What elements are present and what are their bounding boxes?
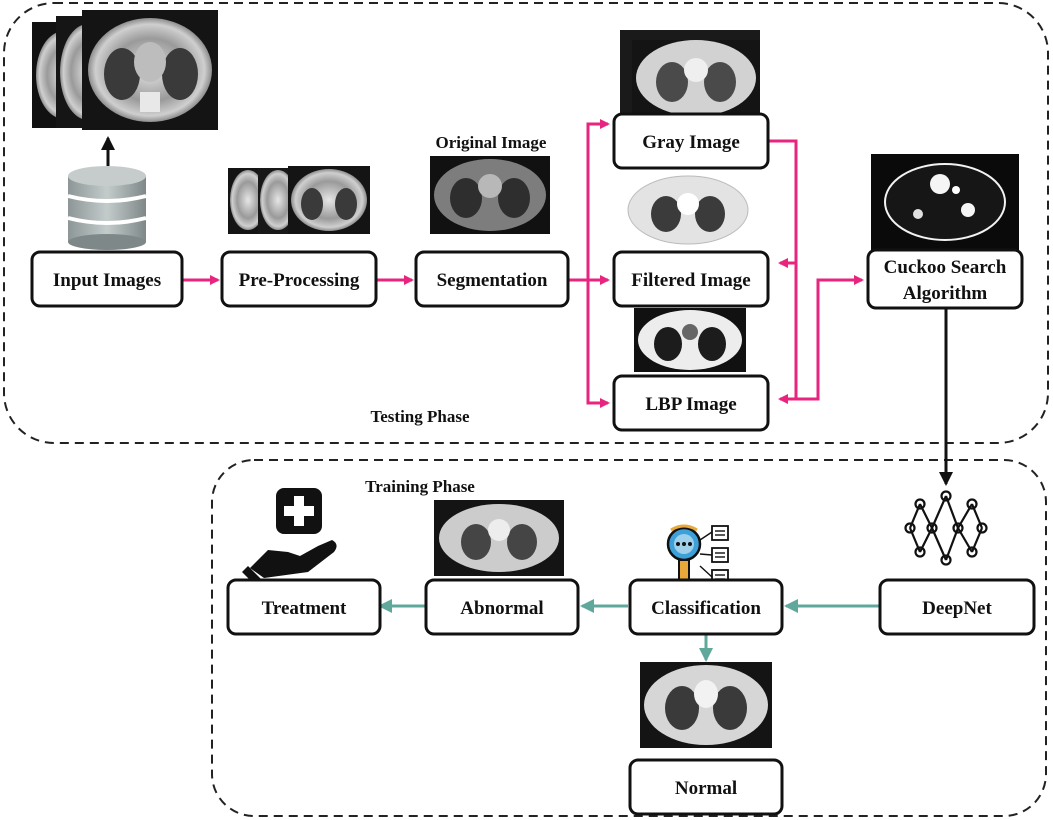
node-deepnet[interactable]: DeepNet	[878, 578, 1036, 636]
svg-text:Algorithm: Algorithm	[903, 283, 988, 304]
testing-phase-container	[3, 2, 1049, 444]
node-filtered-image[interactable]: Filtered Image	[612, 250, 770, 308]
cuckoo-ct-image	[871, 154, 1019, 250]
node-treatment[interactable]: Treatment	[226, 578, 382, 636]
testing-connectors	[183, 119, 864, 408]
lbp-ct-image	[634, 308, 746, 372]
svg-text:Normal: Normal	[675, 778, 737, 799]
neural-network-icon	[904, 490, 988, 566]
database-icon	[67, 166, 147, 250]
node-segmentation[interactable]: Segmentation	[414, 250, 570, 308]
training-connectors	[378, 599, 880, 662]
hand-medical-cross-icon	[242, 488, 337, 586]
node-lbp-image[interactable]: LBP Image	[612, 374, 770, 432]
svg-text:Gray Image: Gray Image	[642, 132, 740, 153]
svg-text:Treatment: Treatment	[262, 598, 347, 619]
svg-text:Segmentation: Segmentation	[437, 270, 548, 291]
node-cuckoo-search-algorithm[interactable]: Cuckoo Search Algorithm	[866, 248, 1024, 310]
svg-text:Input Images: Input Images	[53, 270, 161, 291]
svg-text:Abnormal: Abnormal	[460, 598, 543, 619]
svg-text:Classification: Classification	[651, 598, 761, 619]
input-ct-stack	[32, 10, 218, 130]
node-gray-image[interactable]: Gray Image	[612, 112, 770, 170]
svg-text:Cuckoo Search: Cuckoo Search	[884, 257, 1007, 278]
svg-text:Filtered Image: Filtered Image	[631, 270, 750, 291]
svg-text:DeepNet: DeepNet	[922, 598, 992, 619]
node-classification[interactable]: Classification	[628, 578, 784, 636]
node-input-images[interactable]: Input Images	[30, 250, 184, 308]
filtered-ct-image	[626, 174, 750, 246]
preprocess-ct-stack	[228, 166, 370, 234]
gray-ct-stack	[620, 30, 760, 122]
training-phase-container	[211, 459, 1047, 817]
magnifier-documents-icon	[666, 524, 729, 585]
abnormal-ct-image	[434, 500, 564, 576]
normal-ct-image	[640, 662, 772, 748]
main-connectors	[101, 136, 953, 486]
testing-phase-label: Testing Phase	[370, 407, 469, 426]
node-abnormal[interactable]: Abnormal	[424, 578, 580, 636]
original-image-label: Original Image	[436, 133, 547, 152]
training-phase-label: Training Phase	[365, 477, 475, 496]
node-pre-processing[interactable]: Pre-Processing	[220, 250, 378, 308]
svg-text:LBP Image: LBP Image	[645, 394, 736, 415]
node-normal[interactable]: Normal	[628, 758, 784, 816]
svg-text:Pre-Processing: Pre-Processing	[239, 270, 360, 291]
original-ct-image	[430, 156, 550, 234]
